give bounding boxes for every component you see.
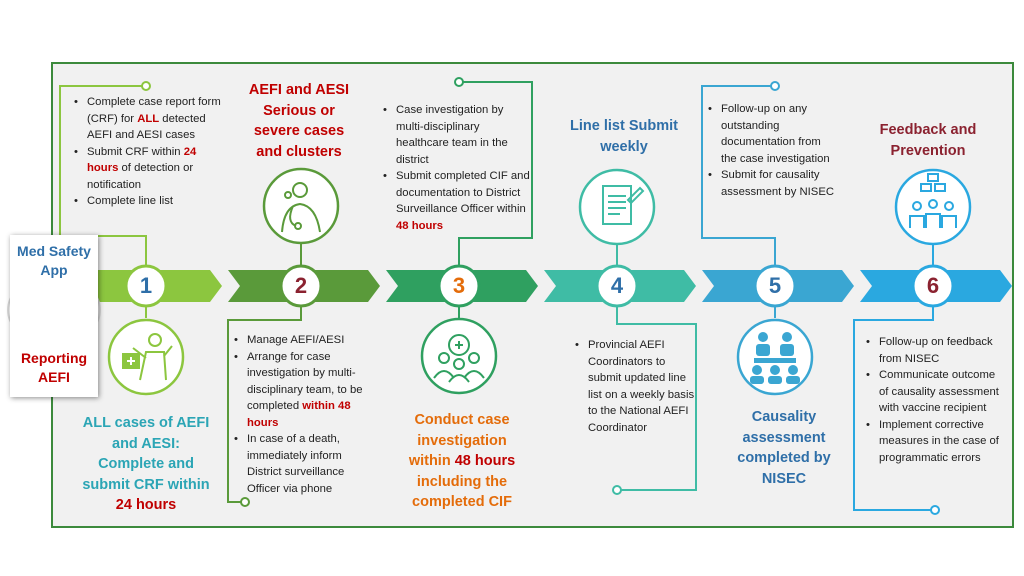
step-2-bullet-3: In case of a death, immediately inform D…	[232, 431, 372, 497]
step-number-6: 6	[926, 273, 940, 298]
step-1-bullet-1: Complete case report form (CRF) for ALL …	[72, 94, 222, 144]
step-4-title: Line list Submit weekly	[570, 118, 678, 155]
step-1-bullets: Complete case report form (CRF) for ALL …	[72, 94, 222, 210]
feedback-group-icon	[909, 173, 957, 228]
step-number-2: 2	[294, 273, 308, 298]
step-number-4: 4	[610, 273, 624, 298]
step-4-bullet-1: Provincial AEFI Coordinators to submit u…	[573, 337, 695, 436]
document-icon	[602, 185, 645, 225]
health-worker-icon	[122, 333, 173, 381]
arrow-band	[70, 270, 1012, 302]
step-number-1: 1	[139, 273, 153, 298]
step-3-bullets: Case investigation by multi-disciplinary…	[381, 102, 531, 234]
step-6-bullet-3: Implement corrective measures in the cas…	[864, 417, 1006, 467]
step-2-bullet-2: Arrange for case investigation by multi-…	[232, 349, 372, 432]
step-number-3: 3	[452, 273, 466, 298]
step-5-bullet-2: Submit for causality assessment by NISEC	[706, 167, 836, 200]
step-6-bullets: Follow-up on feedback from NISEC Communi…	[864, 334, 1006, 466]
step-2-bullets: Manage AEFI/AESI Arrange for case invest…	[232, 332, 372, 497]
step-3-bullet-1: Case investigation by multi-disciplinary…	[381, 102, 531, 168]
step-number-5: 5	[768, 273, 782, 298]
step-6-bullet-1: Follow-up on feedback from NISEC	[864, 334, 1006, 367]
meeting-icon	[750, 332, 800, 384]
medical-team-icon	[433, 334, 485, 383]
med-safety-app-panel	[10, 235, 98, 397]
step-5-bullet-1: Follow-up on any outstanding documentati…	[706, 101, 836, 167]
med-safety-app-title: Med Safety App	[17, 243, 91, 278]
number-circles	[124, 264, 955, 308]
stethoscope-doctor-icon	[281, 182, 321, 233]
step-2-bullet-1: Manage AEFI/AESI	[232, 332, 372, 349]
step-5-bullets: Follow-up on any outstanding documentati…	[706, 101, 836, 200]
step-2-title: AEFI and AESI Serious or severe cases an…	[248, 82, 350, 160]
step-6-bullet-2: Communicate outcome of causality assessm…	[864, 367, 1006, 417]
step-3-caption: Conduct case investigation within 48 hou…	[408, 412, 516, 510]
step-1-caption: ALL cases of AEFI and AESI: Complete and…	[82, 415, 210, 513]
step-5-caption: Causality assessment completed by NISEC	[737, 409, 831, 487]
step-3-bullet-2: Submit completed CIF and documentation t…	[381, 168, 531, 234]
step-4-bullets: Provincial AEFI Coordinators to submit u…	[573, 337, 695, 436]
step-6-title: Feedback and Prevention	[879, 122, 977, 159]
step-1-bullet-3: Complete line list	[72, 193, 222, 210]
reporting-aefi-label: Reporting AEFI	[20, 350, 88, 385]
step-1-bullet-2: Submit CRF within 24 hours of detection …	[72, 144, 222, 194]
